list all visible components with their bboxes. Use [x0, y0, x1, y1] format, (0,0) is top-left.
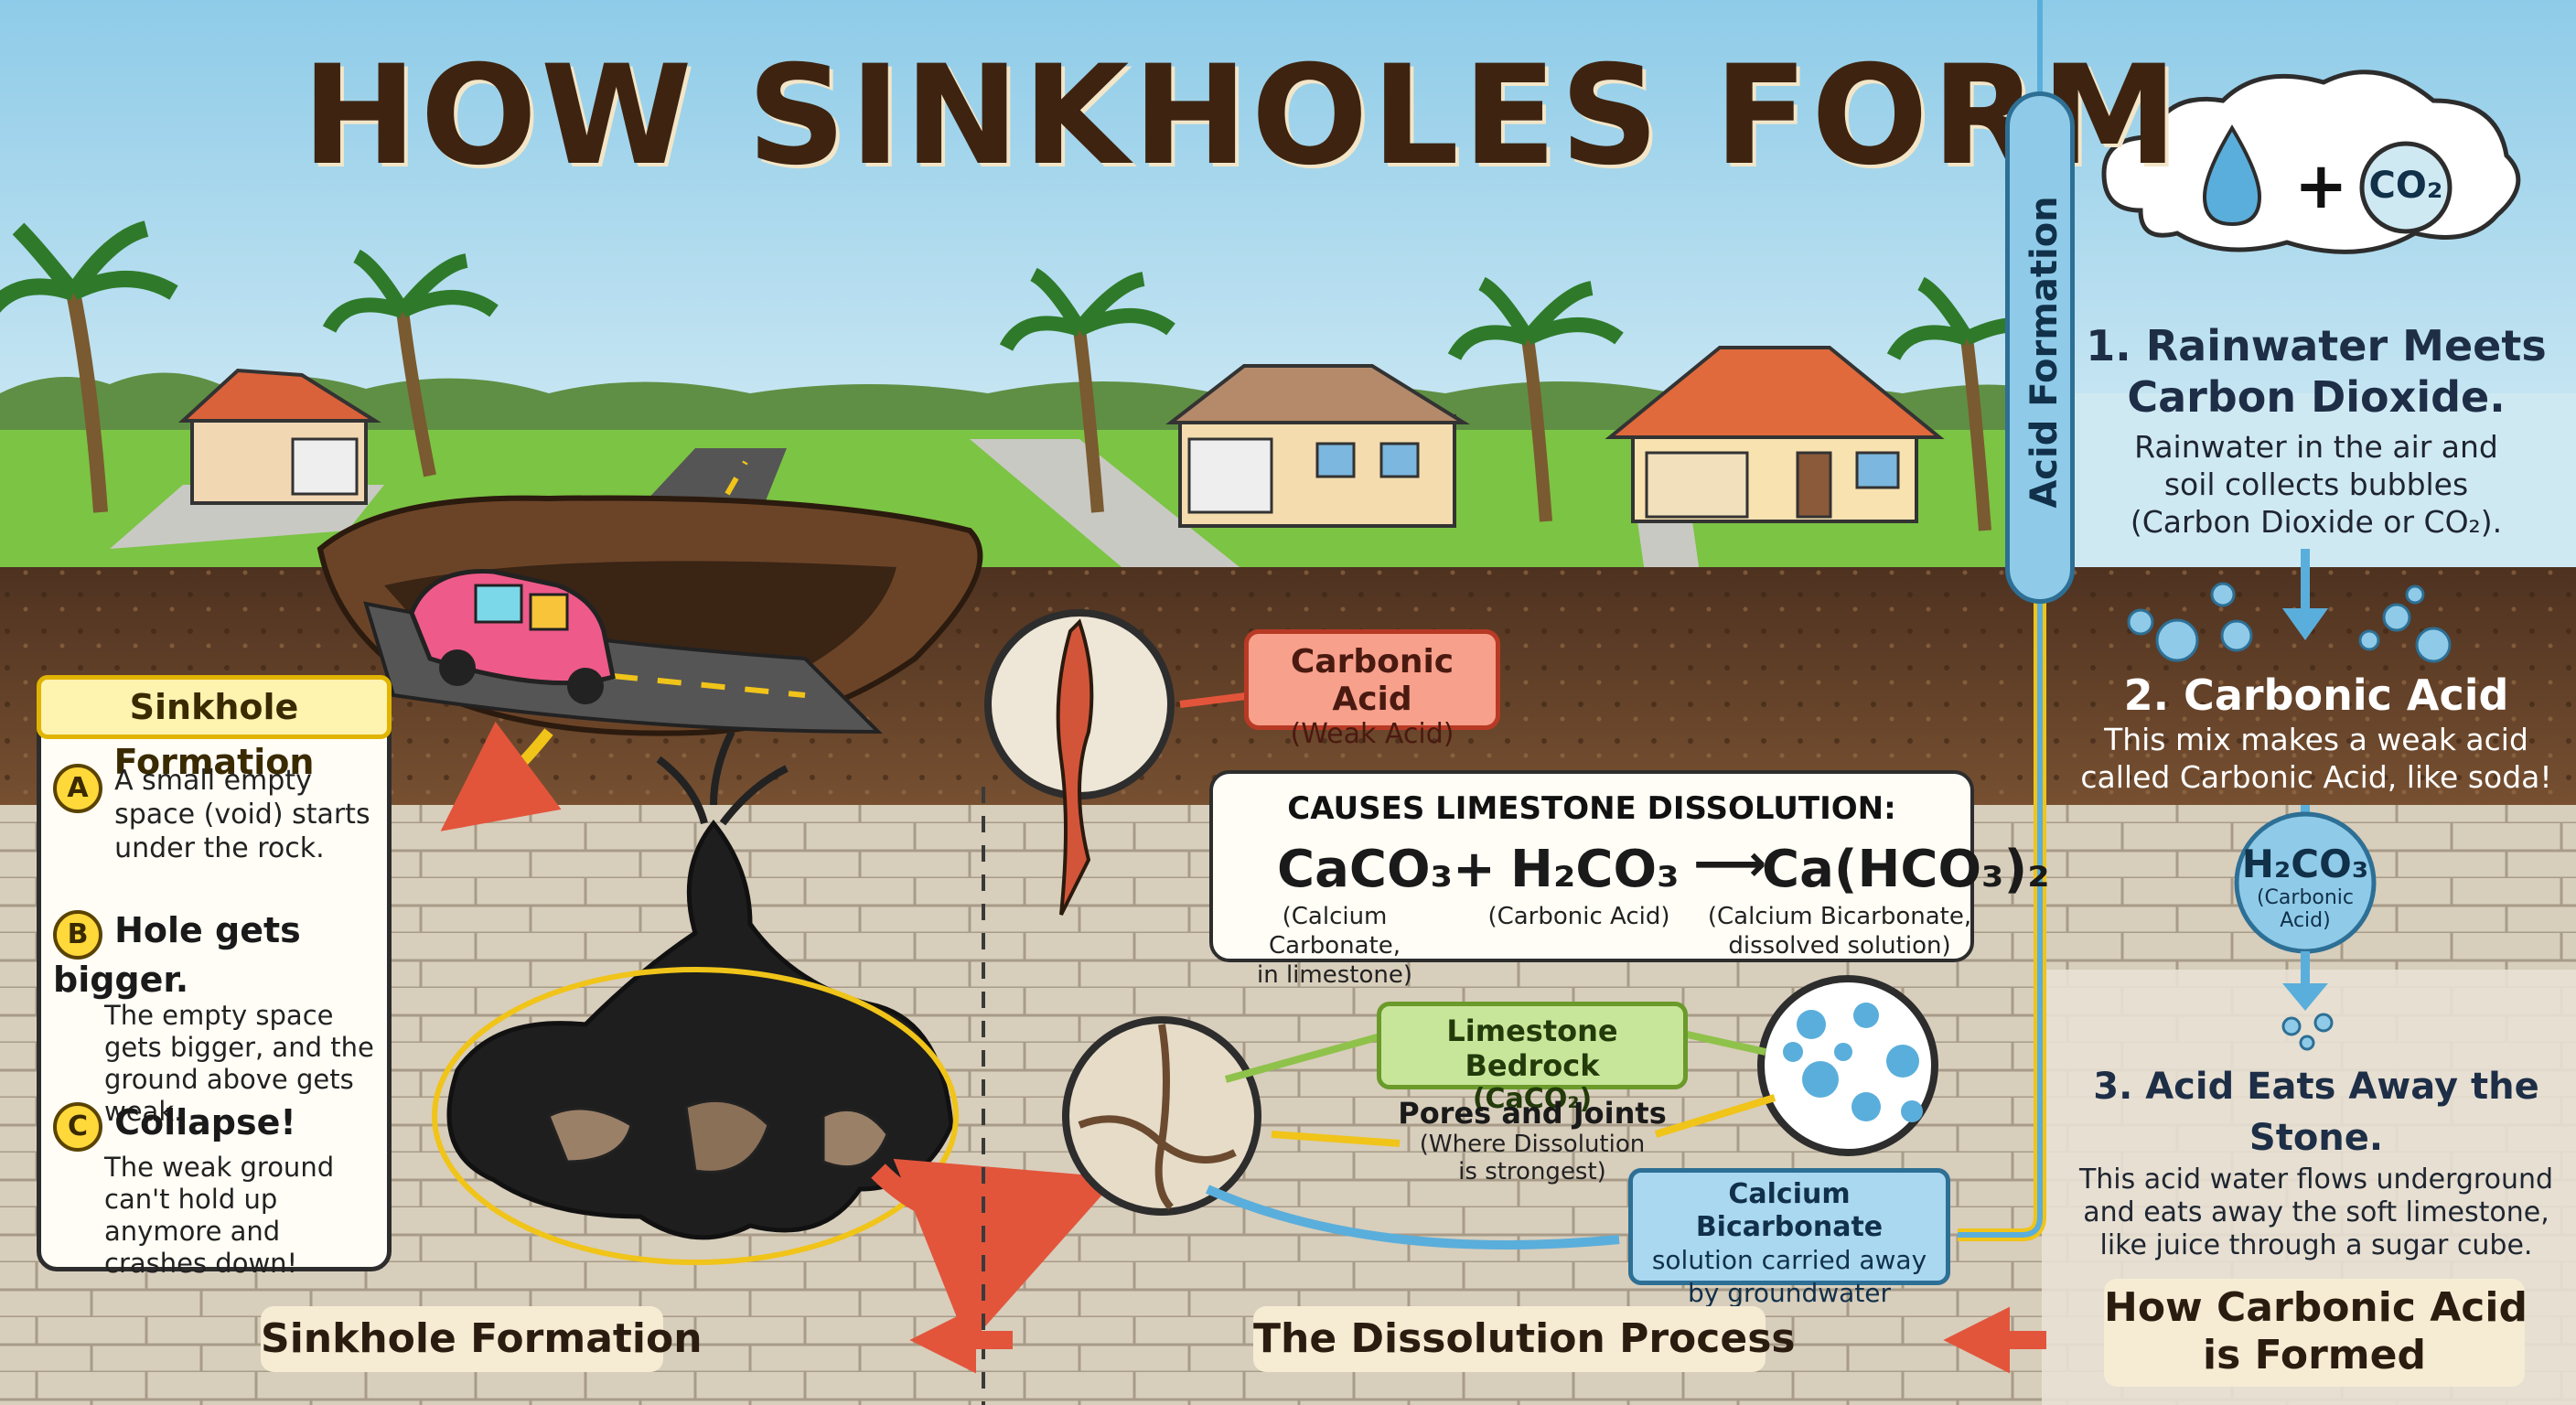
step-badge-c: C [53, 1102, 102, 1152]
step-b-heading: Hole gets bigger. [53, 910, 301, 1000]
step-badge-a: A [53, 764, 102, 813]
equation-note1a: (Calcium Carbonate, [1268, 903, 1401, 960]
bottom-label-carbonic-a: How Carbonic Acid [2104, 1284, 2528, 1331]
right-step3-text-a: This acid water flows underground [2078, 1164, 2554, 1196]
bottom-arrow-right [1943, 1306, 2046, 1374]
page-title: HOW SINKHOLES FORM [302, 37, 2182, 196]
pores-label: Pores and Joints (Where Dissolution is s… [1395, 1096, 1669, 1185]
magnifier-pores [1757, 975, 1938, 1156]
right-step1-heading-b: Carbon Dioxide. [2127, 372, 2506, 422]
yellow-arrow [440, 721, 562, 831]
house-middle [1165, 364, 1471, 528]
bicarbonate-label-line3: by groundwater [1687, 1278, 1892, 1308]
magnifier-crack [984, 609, 1175, 916]
sinkhole-steps-heading: Sinkhole Formation [37, 675, 392, 782]
right-step2-heading: 2. Carbonic Acid [2123, 670, 2509, 720]
equation-plus: + [1453, 840, 1496, 899]
palm-trees [0, 220, 2063, 531]
limestone-label-title: Limestone Bedrock [1446, 1014, 1618, 1083]
right-step1: 1. Rainwater Meets Carbon Dioxide. Rainw… [2069, 320, 2563, 541]
equation-reactant2: H₂CO₃ [1510, 840, 1680, 899]
equation-reactant1: CaCO₃ [1277, 840, 1454, 899]
right-step1-heading-a: 1. Rainwater Meets [2086, 321, 2547, 370]
carbonic-acid-label-sub: (Weak Acid) [1290, 718, 1454, 750]
bicarbonate-label: Calcium Bicarbonate solution carried awa… [1628, 1168, 1950, 1308]
equation-note1b: in limestone) [1256, 961, 1412, 989]
step-b: B Hole gets bigger. The empty space gets… [53, 910, 392, 1128]
pores-label-title: Pores and Joints [1398, 1096, 1667, 1131]
co2-bubbles [2127, 582, 2452, 663]
h2co3-note: (Carbonic Acid) [2256, 886, 2355, 932]
sinkhole-steps-panel [37, 713, 392, 1271]
step-badge-b: B [53, 910, 102, 960]
equation-note3: (Calcium Bicarbonate, dissolved solution… [1707, 902, 1972, 960]
equation-note3a: (Calcium Bicarbonate, [1707, 903, 1972, 930]
void-highlight [432, 967, 959, 1265]
limestone-label-sub: (CaCO₂) [1472, 1083, 1593, 1115]
step-c-heading: Collapse! [114, 1102, 296, 1142]
bicarbonate-label-line1: Calcium Bicarbonate [1695, 1178, 1884, 1243]
carbonic-acid-label: Carbonic Acid (Weak Acid) [1244, 629, 1500, 750]
acid-formation-label: Acid Formation [2023, 196, 2066, 509]
bottom-label-carbonic-b: is Formed [2203, 1332, 2426, 1378]
step-c-text: The weak ground can't hold up anymore an… [104, 1152, 335, 1279]
right-step1-text-a: Rainwater in the air and [2134, 429, 2498, 465]
bottom-label-dissolution: The Dissolution Process [1253, 1306, 1796, 1372]
sidewalk [970, 439, 1262, 585]
bicarbonate-label-line2: solution carried away [1651, 1245, 1927, 1275]
step-a: A A small empty space (void) starts unde… [53, 764, 392, 865]
pores-label-sub2: is strongest) [1458, 1158, 1606, 1185]
equation-panel: CAUSES LIMESTONE DISSOLUTION: CaCO₃ + H₂… [1209, 770, 2050, 989]
equation-note2: (Carbonic Acid) [1487, 903, 1670, 930]
right-step2-text-a: This mix makes a weak acid [2104, 722, 2528, 757]
equation-arrow: ⟶ [1693, 834, 1767, 894]
house-right [1605, 346, 1945, 523]
right-step3-heading: 3. Acid Eats Away the Stone. [2093, 1066, 2539, 1159]
house-left [177, 368, 381, 505]
limestone-label: Limestone Bedrock (CaCO₂) [1377, 1002, 1688, 1115]
pores-label-sub1: (Where Dissolution [1419, 1131, 1646, 1158]
red-arrow [871, 1158, 1118, 1346]
bottom-arrow-left [909, 1306, 1013, 1374]
equation-heading: CAUSES LIMESTONE DISSOLUTION: [1287, 790, 1896, 827]
step-b-text: The empty space gets bigger, and the gro… [104, 1000, 374, 1127]
right-step3-text-c: like juice through a sugar cube. [2099, 1229, 2533, 1261]
carbonic-acid-label-title: Carbonic Acid [1290, 643, 1454, 718]
bottom-label-carbonic: How Carbonic Acid is Formed [2104, 1279, 2528, 1387]
h2co3-formula: H₂CO₃ [2241, 842, 2369, 886]
right-step1-text-b: soil collects bubbles [2163, 467, 2469, 502]
cloud-co2: CO₂ [2368, 165, 2443, 207]
step-a-text: A small empty space (void) starts under … [114, 765, 370, 864]
cloud-plus: + [2294, 148, 2348, 223]
magnifier-joints [1062, 1016, 1261, 1216]
acid-formation-bar: Acid Formation [2005, 91, 2075, 604]
equation-product: Ca(HCO₃)₂ [1762, 840, 2050, 899]
right-step3: 3. Acid Eats Away the Stone. This acid w… [2069, 1061, 2563, 1262]
bottom-label-sinkhole: Sinkhole Formation [261, 1306, 703, 1372]
right-step3-text-b: and eats away the soft limestone, [2083, 1196, 2549, 1228]
h2co3-label: H₂CO₃ (Carbonic Acid) [2237, 842, 2374, 932]
raindrop-icon [2202, 124, 2262, 227]
right-step2-text-b: called Carbonic Acid, like soda! [2080, 759, 2552, 795]
right-step2: 2. Carbonic Acid This mix makes a weak a… [2069, 670, 2563, 796]
right-step1-text-c: (Carbon Dioxide or CO₂). [2130, 504, 2503, 540]
car [409, 569, 616, 704]
equation-note3b: dissolved solution) [1728, 932, 1951, 960]
step-c: C Collapse! The weak ground can't hold u… [53, 1102, 392, 1280]
equation-note1: (Calcium Carbonate, in limestone) [1220, 902, 1449, 990]
